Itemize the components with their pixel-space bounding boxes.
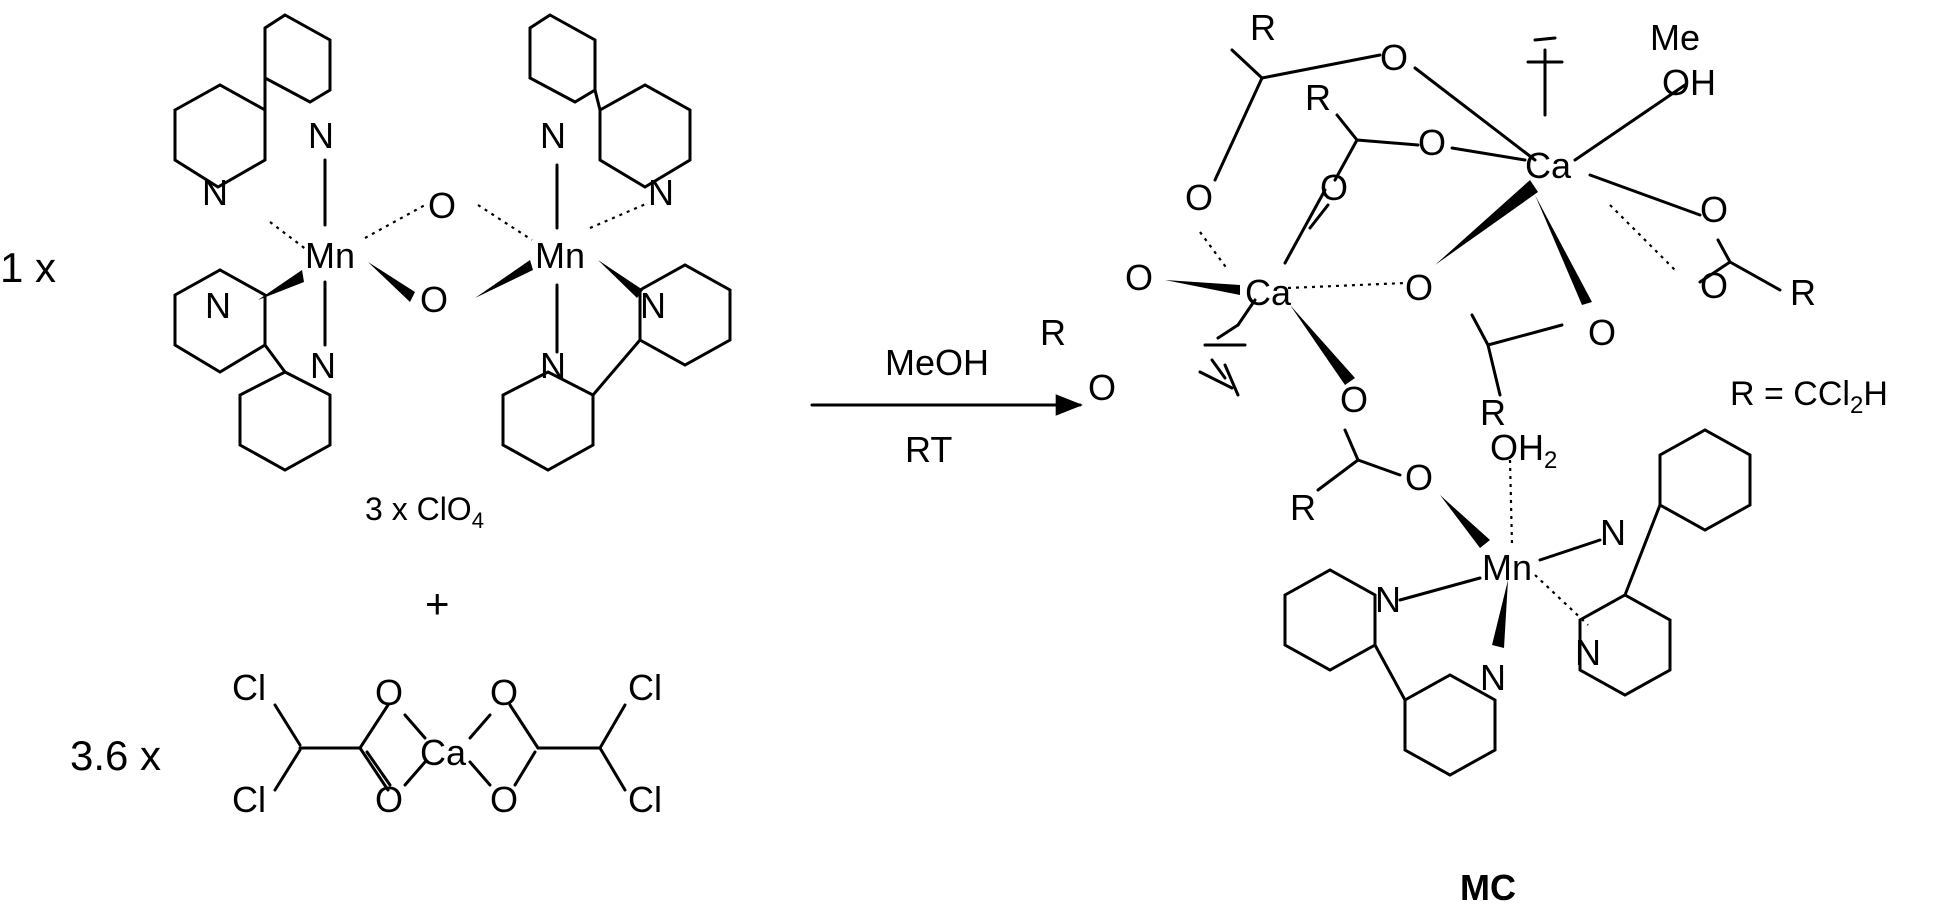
- bpy-nitrogen: N: [202, 172, 228, 213]
- product-oxygen: O: [1405, 457, 1433, 498]
- r-group: R: [1290, 487, 1316, 528]
- bipyridine-rings: [173, 13, 732, 472]
- calcium-atom: Ca: [420, 732, 467, 773]
- product-oxygen: O: [1588, 312, 1616, 353]
- oxygen-atom: O: [375, 779, 403, 820]
- r-group: R: [1305, 77, 1331, 118]
- bpy-nitrogen: N: [648, 172, 674, 213]
- product-complex: R O R O O O Ca Ca O O O O O R Me OH R R …: [1040, 7, 1816, 906]
- r-group: R: [1480, 392, 1506, 433]
- manganese-atom: Mn: [1482, 547, 1532, 588]
- product-oxygen: O: [1088, 367, 1116, 408]
- product-name: MC: [1460, 867, 1516, 906]
- product-oxygen: O: [1340, 379, 1368, 420]
- product-oxygen: O: [1700, 265, 1728, 306]
- reactant-calcium-dichloroacetate: 3.6 x Cl Cl O O Ca O O Cl Cl: [70, 667, 662, 820]
- product-oxygen: O: [1418, 122, 1446, 163]
- product-oxygen: O: [1380, 37, 1408, 78]
- reactant-1-coefficient: 1 x: [0, 244, 56, 291]
- calcium-carboxylate-bonds: [273, 703, 627, 792]
- bpy-nitrogen: N: [308, 115, 334, 156]
- r-group: R: [1790, 272, 1816, 313]
- calcium-atom-top: Ca: [1525, 145, 1572, 186]
- arrow-condition-solvent: MeOH: [885, 342, 989, 383]
- product-oxygen: O: [1405, 267, 1433, 308]
- product-bipyridine-rings: [1283, 428, 1752, 777]
- oxo-bridge-top: O: [428, 185, 456, 226]
- bpy-nitrogen: N: [640, 285, 666, 326]
- r-group: R: [1040, 312, 1066, 353]
- oxygen-atom: O: [490, 672, 518, 713]
- methanol-oh: OH: [1662, 62, 1716, 103]
- mn-atom-right: Mn: [535, 235, 585, 276]
- chlorine-atom: Cl: [628, 779, 662, 820]
- product-nitrogen: N: [1600, 512, 1626, 553]
- bpy-nitrogen: N: [310, 345, 336, 386]
- reactant-2-coefficient: 3.6 x: [70, 732, 161, 779]
- product-bonds: [1165, 36, 1782, 648]
- water-ligand: OH2: [1490, 427, 1557, 474]
- product-nitrogen: N: [1480, 657, 1506, 698]
- arrow-condition-temperature: RT: [905, 429, 952, 470]
- mn-atom-left: Mn: [305, 235, 355, 276]
- product-oxygen: O: [1185, 177, 1213, 218]
- calcium-atom-left: Ca: [1245, 272, 1292, 313]
- r-group: R: [1250, 7, 1276, 48]
- reaction-arrow: MeOH RT: [810, 342, 1083, 470]
- mn-o-core-bonds: [258, 158, 649, 354]
- chlorine-atom: Cl: [628, 667, 662, 708]
- oxygen-atom: O: [490, 779, 518, 820]
- bpy-nitrogen: N: [540, 115, 566, 156]
- oxygen-atom: O: [375, 672, 403, 713]
- product-oxygen: O: [1320, 167, 1348, 208]
- r-group-definition: R = CCl2H: [1730, 375, 1888, 419]
- product-nitrogen: N: [1375, 579, 1401, 620]
- chlorine-atom: Cl: [232, 667, 266, 708]
- plus-sign: +: [425, 580, 450, 627]
- bpy-nitrogen: N: [205, 285, 231, 326]
- product-oxygen: O: [1700, 189, 1728, 230]
- chlorine-atom: Cl: [232, 779, 266, 820]
- product-oxygen: O: [1125, 257, 1153, 298]
- product-nitrogen: N: [1575, 632, 1601, 673]
- counterion-label: 3 x ClO4: [365, 491, 484, 533]
- oxo-bridge-bottom: O: [420, 279, 448, 320]
- reactant-mn-dimer: 1 x Mn Mn O O: [0, 13, 732, 533]
- bpy-nitrogen: N: [540, 345, 566, 386]
- methanol-me: Me: [1650, 17, 1700, 58]
